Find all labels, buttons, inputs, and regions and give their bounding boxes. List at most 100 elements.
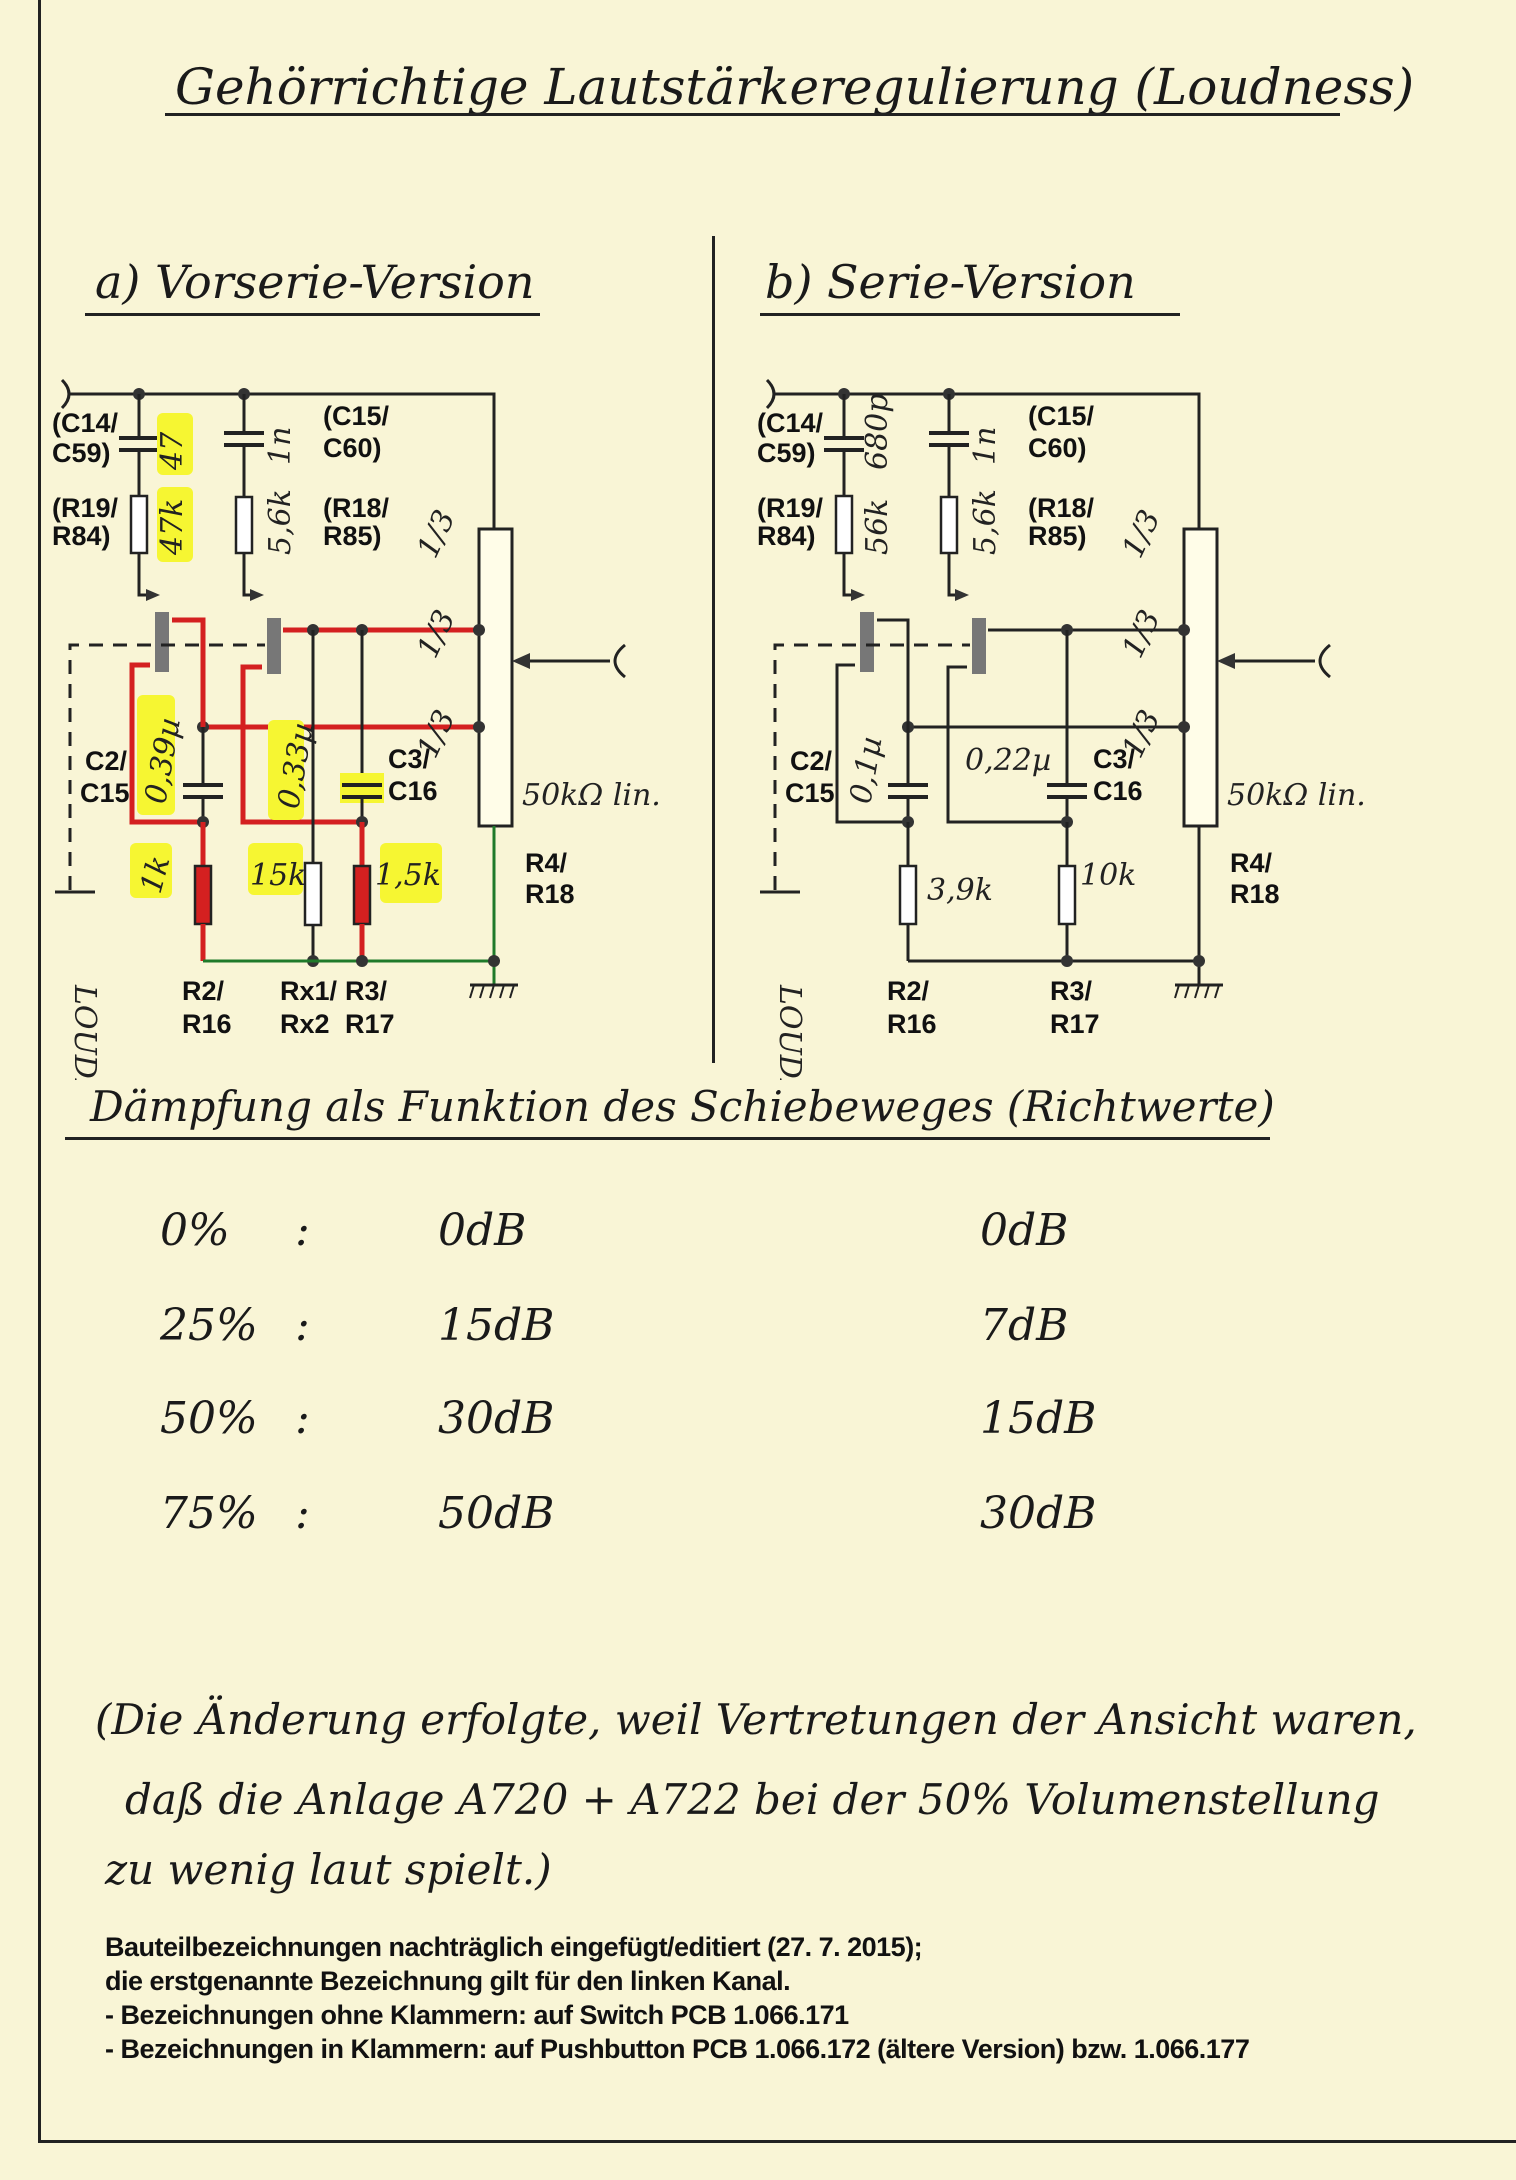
attenuation-sep-cell: : [295, 1300, 310, 1351]
label-r18: R85) [323, 521, 382, 551]
ground-icon [1194, 984, 1200, 999]
value-highlight [137, 695, 175, 815]
label-c3: C3/ [388, 744, 431, 774]
label-rx1: Rx2 [280, 1009, 330, 1039]
value-c2: 0,1µ [843, 734, 889, 806]
bottom-margin-line [38, 2140, 1516, 2143]
arrow-icon [851, 589, 865, 601]
value-highlight [268, 720, 304, 820]
label-r3: R17 [345, 1009, 395, 1039]
ground-icon [479, 984, 485, 999]
value-r18: 5,6k [968, 489, 1003, 555]
label-r18: R85) [1028, 521, 1087, 551]
left-margin-line [38, 0, 41, 2140]
resistor-r2 [898, 864, 918, 926]
label-c14: (C14/ [757, 408, 824, 438]
ground-icon [469, 984, 475, 999]
switch-contact-1 [860, 612, 874, 672]
footer-line: Bauteilbezeichnungen nachträglich eingef… [105, 1932, 923, 1962]
junction-dot [473, 721, 485, 733]
resistor-r3 [1057, 864, 1077, 926]
switch1-wire [172, 617, 206, 727]
resistor-r19 [834, 494, 854, 555]
switch-contact-2 [267, 618, 281, 674]
note-line: daß die Anlage A720 + A722 bei der 50% V… [125, 1775, 1380, 1824]
label-r19: (R19/ [757, 493, 824, 523]
label-c14: (C14/ [52, 408, 119, 438]
label-r2: R16 [887, 1009, 937, 1039]
label-c3: C16 [388, 776, 438, 806]
input-jack-icon [765, 378, 776, 410]
label-r18: (R18/ [323, 493, 390, 523]
value-c15: 1n [968, 427, 1003, 465]
value-r3: 10k [1080, 858, 1136, 893]
switch-contact-1 [155, 612, 169, 672]
switch-linkage-dashed [68, 643, 265, 890]
arrow-icon [250, 589, 264, 601]
label-r19: R84) [757, 521, 816, 551]
section-b-heading: b) Serie-Version [765, 255, 1136, 309]
resistor-r18 [234, 495, 254, 555]
switch2-lower-wire [946, 665, 1067, 824]
arrow-icon [146, 589, 160, 601]
top-rail [70, 392, 496, 529]
label-r2: R16 [182, 1009, 232, 1039]
top-rail [775, 392, 1201, 529]
loudness-schematics: (C14/C59)(R19/R84)(C15/C60)(R18/R85)C2/C… [52, 378, 1366, 1080]
value-highlight [380, 843, 442, 903]
attenuation-vorserie-cell: 30dB [438, 1393, 555, 1444]
ground-icon [1184, 984, 1190, 999]
junction-dot [1178, 624, 1190, 636]
input-jack-icon [60, 378, 71, 410]
footer-notes: Bauteilbezeichnungen nachträglich eingef… [105, 1930, 1250, 2066]
label-r4: R4/ [525, 848, 568, 878]
value-pot: 50kΩ lin. [522, 778, 661, 813]
switch1-lower-wire [129, 662, 203, 825]
label-r3: R3/ [345, 976, 388, 1006]
wire [137, 553, 148, 597]
note-line: zu wenig laut spielt.) [105, 1845, 552, 1894]
wire [242, 553, 252, 597]
label-c15: (C15/ [323, 401, 390, 431]
value-pot: 50kΩ lin. [1227, 778, 1366, 813]
attenuation-vorserie-cell: 0dB [438, 1205, 527, 1256]
ground-icon [1204, 984, 1210, 999]
label-r4: R18 [525, 879, 575, 909]
page-title: Gehörrichtige Lautstärkeregulierung (Lou… [175, 58, 1415, 116]
label-r19: R84) [52, 521, 111, 551]
pot-tap-fraction: 1/3 [1116, 605, 1168, 664]
attenuation-serie-cell: 0dB [980, 1205, 1069, 1256]
junction-dot [488, 955, 500, 967]
label-r4: R4/ [1230, 848, 1273, 878]
label-c2: C2/ [85, 746, 128, 776]
attenuation-pos-cell: 0% [160, 1205, 230, 1256]
attenuation-vorserie-cell: 15dB [438, 1300, 555, 1351]
ground-icon [489, 984, 495, 999]
output-jack-icon [613, 643, 626, 679]
label-r3: R3/ [1050, 976, 1093, 1006]
pot-tap-fraction: 1/3 [1116, 505, 1168, 564]
attenuation-pos-cell: 50% [160, 1393, 258, 1444]
attenuation-heading: Dämpfung als Funktion des Schiebeweges (… [90, 1082, 1275, 1131]
attenuation-pos-cell: 25% [160, 1300, 258, 1351]
value-r3: 1,5k [375, 858, 441, 893]
attenuation-pos-cell: 75% [160, 1488, 258, 1539]
label-c2: C15 [80, 778, 130, 808]
arrow-icon [955, 589, 969, 601]
junction-dot [473, 624, 485, 636]
value-r2: 3,9k [927, 873, 993, 908]
pot-tap-fraction: 1/3 [411, 605, 463, 664]
label-r4: R18 [1230, 879, 1280, 909]
switch1-lower-wire [835, 663, 908, 824]
value-highlight [248, 843, 303, 895]
output-jack-icon [1318, 643, 1331, 679]
resistor-r18 [939, 495, 959, 555]
footer-line: - Bezeichnungen in Klammern: auf Pushbut… [105, 2034, 1250, 2064]
potentiometer-r4 [477, 527, 514, 828]
junction-dot [1178, 721, 1190, 733]
label-c15: C60) [323, 433, 382, 463]
value-c3: 0,22µ [965, 743, 1051, 778]
loudness-switch-label: LOUDN. [772, 984, 807, 1080]
value-r19: 47k [155, 499, 190, 556]
footer-line: - Bezeichnungen ohne Klammern: auf Switc… [105, 2000, 849, 2030]
